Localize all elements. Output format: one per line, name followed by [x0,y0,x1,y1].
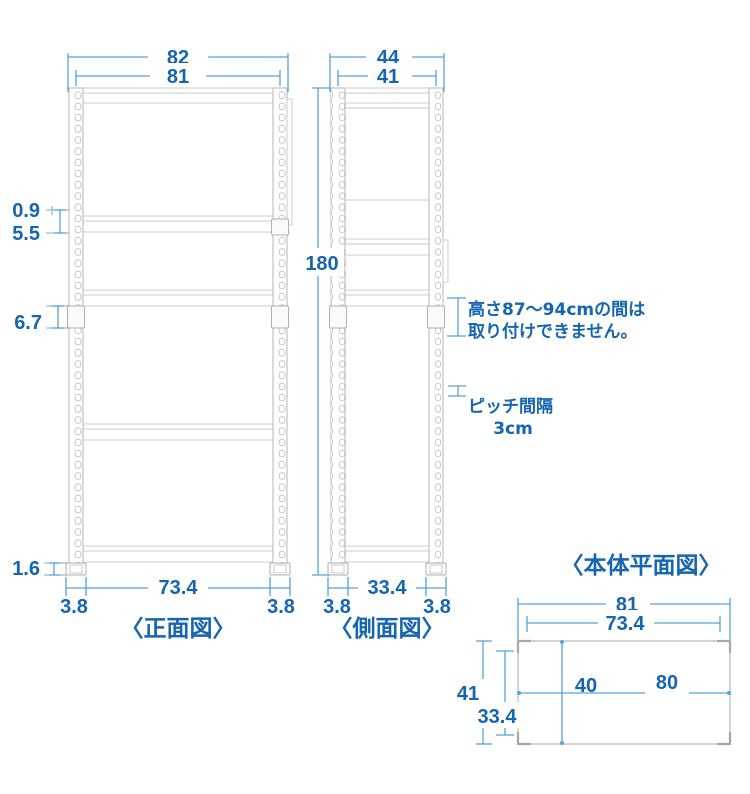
side-post-left [327,87,349,576]
side-view-title: 〈側面図〉 [330,616,445,642]
plan-dim-80-label: 80 [656,672,678,694]
side-post-right [425,87,449,576]
front-dim-3p8-left-label: 3.8 [60,596,88,618]
side-dim-3p8-left-label: 3.8 [323,596,351,618]
front-dim-3p8-right-label: 3.8 [267,596,295,618]
front-shelf-boards [75,87,281,563]
plan-dim-33p4-label: 33.4 [478,706,518,728]
annotation-pitch: ピッチ間隔 3cm [448,385,553,439]
front-dim-1p6-label: 1.6 [12,558,40,580]
side-view-group: 44 41 [300,44,451,642]
front-dim-5p5: 5.5 [12,209,69,245]
plan-dim-33p4: 33.4 [472,650,522,736]
side-dim-3p8-right-label: 3.8 [423,596,451,618]
side-dim-180: 180 [300,87,344,576]
pitch-note-line2: 3cm [493,419,533,439]
plan-view-group: 〈本体平面図〉 81 73.4 [456,553,732,746]
front-dim-6p7-label: 6.7 [14,312,42,334]
side-dim-33p4-label: 33.4 [368,577,408,599]
front-post-right [269,87,293,576]
plan-dim-41: 41 [456,640,492,745]
front-dim-73p4-label: 73.4 [159,577,199,599]
front-dim-5p5-label: 5.5 [12,223,40,245]
front-dim-bottom: 73.4 3.8 3.8 [60,576,295,618]
plan-dim-80: 80 [517,668,731,695]
side-dim-180-label: 180 [305,253,338,275]
front-dim-1p6: 1.6 [12,558,68,580]
annotation-restriction: 高さ87〜94cmの間は 取り付けできません。 [447,297,645,342]
plan-dim-73p4: 73.4 [526,610,721,635]
plan-dim-41-label: 41 [457,683,479,705]
front-view-title: 〈正面図〉 [121,616,236,642]
front-dim-81-label: 81 [167,66,189,88]
side-shelf-boards [337,87,437,563]
front-dim-6p7: 6.7 [14,305,69,334]
plan-view-title: 〈本体平面図〉 [561,553,722,579]
front-dim-0p9-label: 0.9 [12,200,40,222]
restriction-note-line1: 高さ87〜94cmの間は [468,299,645,320]
restriction-note-line2: 取り付けできません。 [468,321,638,342]
side-dim-41-label: 41 [377,66,399,88]
side-dim-bottom: 33.4 3.8 3.8 [323,576,451,618]
pitch-note-line1: ピッチ間隔 [468,397,553,417]
front-dim-81: 81 [75,63,281,88]
side-mesh-panel [331,107,443,201]
front-post-left [65,87,87,576]
side-dim-41: 41 [337,63,437,88]
plan-dim-40-label: 40 [575,675,597,697]
plan-dim-73p4-label: 73.4 [606,613,646,635]
front-view-group: 82 81 [12,44,295,642]
